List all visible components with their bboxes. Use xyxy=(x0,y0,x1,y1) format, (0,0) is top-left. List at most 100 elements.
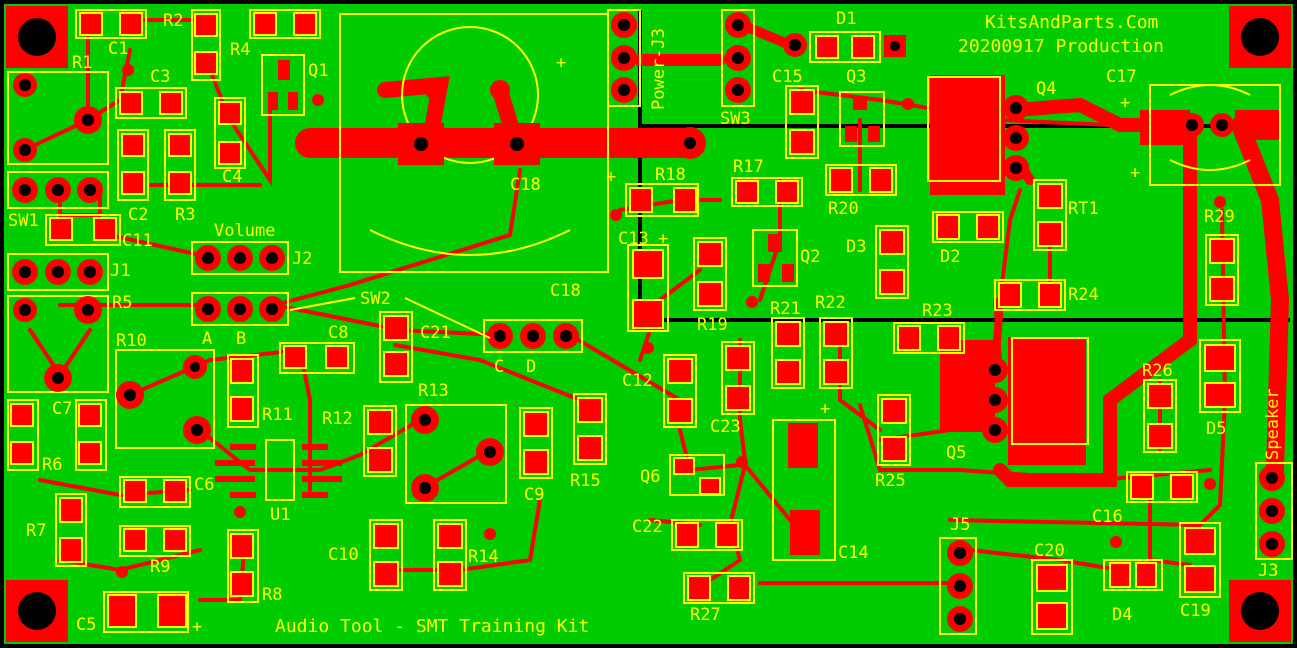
label-r4: R4 xyxy=(230,40,250,60)
label-j3: J3 xyxy=(1258,561,1278,581)
label-r27: R27 xyxy=(690,605,721,625)
label-c18-inner: C18 xyxy=(510,175,541,195)
label-d5: D5 xyxy=(1206,419,1226,439)
ic-u1-pads xyxy=(215,444,342,498)
label-c19: C19 xyxy=(1180,601,1211,621)
label-c4: C4 xyxy=(222,167,242,187)
board-footer: Audio Tool - SMT Training Kit xyxy=(275,616,589,637)
label-r19: R19 xyxy=(697,315,728,335)
mounting-holes xyxy=(6,6,1291,642)
label-r15: R15 xyxy=(570,471,601,491)
label-r24: R24 xyxy=(1068,285,1099,305)
component-outlines xyxy=(7,9,1293,635)
label-q1: Q1 xyxy=(308,61,328,81)
plus-mark-c18-top: + xyxy=(556,53,566,73)
label-r5: R5 xyxy=(112,293,132,313)
smd-pads-vertical xyxy=(7,9,1241,635)
smd-pads-horizontal xyxy=(45,9,1198,633)
label-d1: D1 xyxy=(836,9,856,29)
label-c13: C13 xyxy=(618,229,649,249)
label-c17: C17 xyxy=(1106,67,1137,87)
label-r29: R29 xyxy=(1204,207,1235,227)
label-r7: R7 xyxy=(26,521,46,541)
label-sw3: SW3 xyxy=(720,109,751,129)
label-r13: R13 xyxy=(418,381,449,401)
transistor-pads xyxy=(268,60,880,282)
label-r1: R1 xyxy=(72,53,92,73)
label-c2: C2 xyxy=(128,205,148,225)
label-r10: R10 xyxy=(116,331,147,351)
label-r21: R21 xyxy=(770,299,801,319)
board-header-line1: KitsAndParts.Com xyxy=(985,12,1158,33)
label-r17: R17 xyxy=(733,157,764,177)
label-r22: R22 xyxy=(815,293,846,313)
capacitor-c17-outline xyxy=(1149,84,1281,186)
label-c22: C22 xyxy=(632,517,663,537)
label-d4: D4 xyxy=(1112,605,1132,625)
label-d3: D3 xyxy=(846,237,866,257)
vias xyxy=(116,64,1226,578)
label-r18: R18 xyxy=(655,165,686,185)
label-q2: Q2 xyxy=(800,247,820,267)
label-c7: C7 xyxy=(52,399,72,419)
label-rt1: RT1 xyxy=(1068,199,1099,219)
label-r11: R11 xyxy=(262,405,293,425)
plus-mark-c18-side: + xyxy=(606,167,616,187)
plus-mark-c13: + xyxy=(658,229,668,249)
label-c18-outer: C18 xyxy=(550,281,581,301)
label-c21: C21 xyxy=(420,323,451,343)
label-c3: C3 xyxy=(150,67,170,87)
label-j5: J5 xyxy=(950,515,970,535)
label-j2: J2 xyxy=(292,249,312,269)
label-c6: C6 xyxy=(194,475,214,495)
label-r8: R8 xyxy=(262,585,282,605)
label-c20: C20 xyxy=(1034,541,1065,561)
label-q4: Q4 xyxy=(1036,79,1056,99)
header-text: KitsAndParts.Com 20200917 Production Aud… xyxy=(275,12,1164,637)
label-r20: R20 xyxy=(828,199,859,219)
label-c14: C14 xyxy=(838,543,869,563)
plus-mark-c17-bottom: + xyxy=(1130,163,1140,183)
label-sw1: SW1 xyxy=(8,211,39,231)
label-r26: R26 xyxy=(1142,361,1173,381)
label-c-pin: C xyxy=(494,357,504,377)
board-header-line2: 20200917 Production xyxy=(958,36,1164,57)
label-r2: R2 xyxy=(163,11,183,31)
label-a: A xyxy=(202,329,212,349)
through-hole-pads xyxy=(12,12,1285,632)
label-r9: R9 xyxy=(150,557,170,577)
plus-mark-c14: + xyxy=(820,399,830,419)
label-volume: Volume xyxy=(214,221,275,241)
label-c23: C23 xyxy=(710,417,741,437)
label-c15: C15 xyxy=(772,67,803,87)
label-q5: Q5 xyxy=(946,443,966,463)
plus-mark-c5: + xyxy=(192,617,202,637)
capacitor-c18-outline xyxy=(339,13,609,273)
label-r23: R23 xyxy=(922,301,953,321)
sw2-leader-lines xyxy=(289,297,491,339)
label-q3: Q3 xyxy=(846,67,866,87)
label-c16: C16 xyxy=(1092,507,1123,527)
label-c5: C5 xyxy=(76,615,96,635)
label-r14: R14 xyxy=(468,547,499,567)
label-r3: R3 xyxy=(175,205,195,225)
label-j1: J1 xyxy=(110,261,130,281)
label-sw2: SW2 xyxy=(360,289,391,309)
label-u1: U1 xyxy=(270,505,290,525)
label-c10: C10 xyxy=(328,545,359,565)
label-c11: C11 xyxy=(122,231,153,251)
label-speaker: Speaker xyxy=(1263,388,1283,460)
label-q6: Q6 xyxy=(640,467,660,487)
label-d2: D2 xyxy=(940,247,960,267)
label-c8: C8 xyxy=(328,323,348,343)
plus-mark-c17-left: + xyxy=(1120,93,1130,113)
label-c1: C1 xyxy=(108,39,128,59)
label-r6: R6 xyxy=(42,455,62,475)
label-power-j3: Power-J3 xyxy=(649,28,669,110)
label-r25: R25 xyxy=(875,471,906,491)
label-b: B xyxy=(236,329,246,349)
label-c9: C9 xyxy=(524,485,544,505)
refdes-labels: R1 R2 R3 R4 R5 R6 R7 R8 R9 R10 R11 R12 R… xyxy=(8,9,1283,637)
label-c12: C12 xyxy=(622,371,653,391)
